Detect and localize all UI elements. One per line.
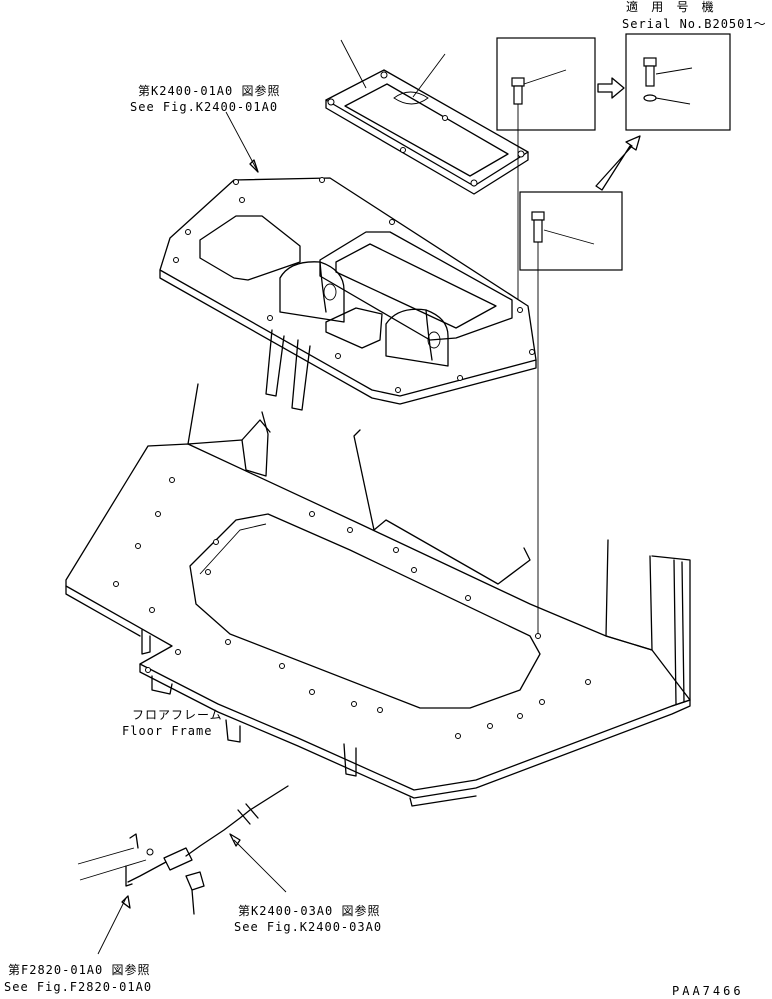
bolt-detail-lower: [519, 191, 623, 636]
floor-frame-en: Floor Frame: [122, 724, 213, 738]
bolt-detail-top: [496, 37, 596, 300]
ref-k2400-01a0-jp: 第K2400-01A0 図参照: [138, 84, 281, 98]
ref-f2820-01a0-en: See Fig.F2820-01A0: [4, 980, 153, 994]
drawing-code: PAA7466: [672, 984, 744, 998]
cab-frame: [187, 383, 691, 707]
arrows: [595, 77, 641, 191]
bolt-detail-serial: [625, 33, 731, 131]
upper-floor-plate: [159, 111, 537, 411]
ref-k2400-03a0-jp: 第K2400-03A0 図参照: [238, 904, 381, 918]
ref-k2400-03a0-en: See Fig.K2400-03A0: [234, 920, 383, 934]
serial-number: Serial No.B20501〜: [622, 17, 767, 31]
serial-title: 適 用 号 機: [626, 0, 717, 14]
ref-k2400-01a0-en: See Fig.K2400-01A0: [130, 100, 279, 114]
control-cable: [77, 785, 289, 955]
access-cover: [325, 39, 529, 195]
ref-f2820-01a0-jp: 第F2820-01A0 図参照: [8, 963, 151, 977]
floor-frame-jp: フロアフレーム: [132, 708, 223, 722]
floor-frame: [65, 443, 691, 807]
